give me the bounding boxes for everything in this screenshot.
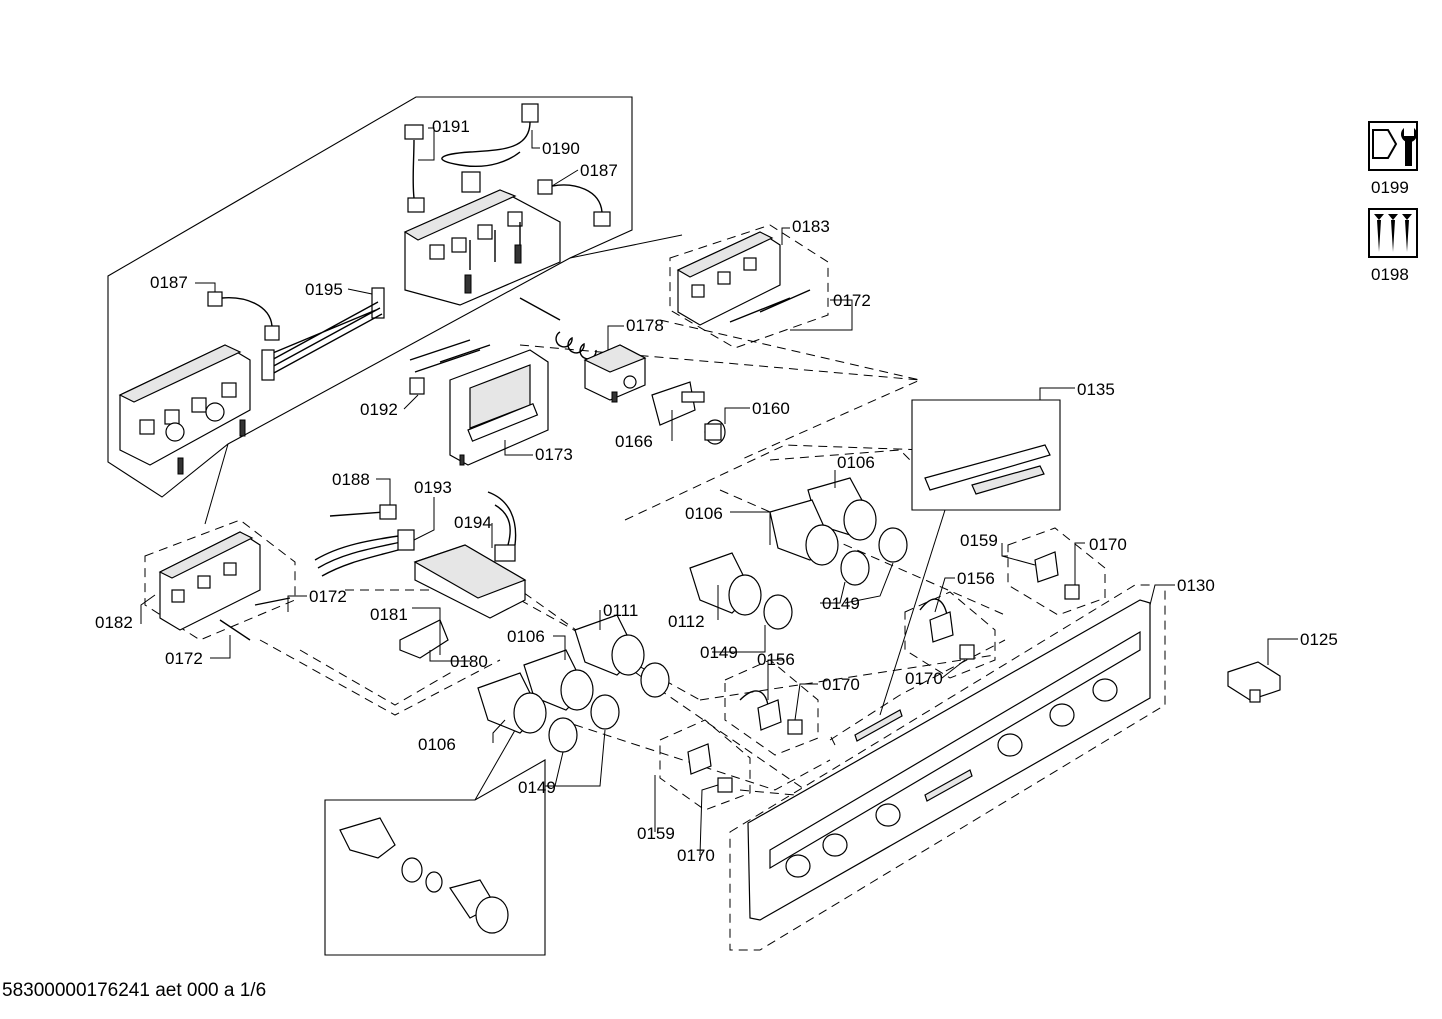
hinge-0125 bbox=[1227, 661, 1281, 703]
part-label: 0180 bbox=[450, 652, 488, 671]
knob-assembly-0106-mid bbox=[769, 499, 839, 566]
button-strip-0135 bbox=[924, 444, 1051, 495]
part-label: 0178 bbox=[626, 316, 664, 335]
part-label: 0172 bbox=[309, 587, 347, 606]
part-label: 0172 bbox=[833, 291, 871, 310]
knob-assembly-0106-bottom bbox=[477, 672, 547, 734]
part-label: 0195 bbox=[305, 280, 343, 299]
part-label: 0156 bbox=[757, 650, 795, 669]
part-label: 0112 bbox=[668, 612, 705, 631]
bracket-0180 bbox=[399, 619, 449, 659]
part-label: 0194 bbox=[454, 513, 492, 532]
part-label: 0173 bbox=[535, 445, 573, 464]
knob-assembly-0106-lower bbox=[523, 649, 594, 711]
part-label: 0190 bbox=[542, 139, 580, 158]
part-label: 0159 bbox=[637, 824, 675, 843]
part-label: 0149 bbox=[518, 778, 556, 797]
wire-0193 bbox=[314, 529, 415, 577]
part-label: 0172 bbox=[165, 649, 203, 668]
part-label: 0181 bbox=[370, 605, 408, 624]
ribbon-cable-0195 bbox=[261, 287, 385, 381]
part-labels: 0191 0190 0187 0187 0195 0183 0172 0178 … bbox=[95, 117, 1409, 865]
part-label: 0198 bbox=[1371, 265, 1409, 284]
wrench-tool-icon bbox=[1368, 121, 1418, 171]
part-label: 0183 bbox=[792, 217, 830, 236]
wire-harness-0187-upper bbox=[537, 179, 611, 227]
detail-frame-knob bbox=[324, 759, 546, 956]
part-label: 0130 bbox=[1177, 576, 1215, 595]
part-label: 0187 bbox=[580, 161, 618, 180]
connector-0192 bbox=[409, 339, 491, 395]
switch-block-lower bbox=[118, 344, 251, 475]
screws-icon bbox=[1368, 208, 1418, 258]
switch-module-0182 bbox=[158, 531, 291, 641]
boards-0159-0170-0156 bbox=[687, 551, 1080, 793]
connector-0194 bbox=[487, 491, 517, 562]
part-label: 0182 bbox=[95, 613, 133, 632]
part-label: 0106 bbox=[507, 627, 545, 646]
wire-harness-0191 bbox=[404, 124, 425, 213]
terminal-block-0181 bbox=[413, 544, 527, 619]
part-label: 0191 bbox=[432, 117, 470, 136]
switch-block-upper bbox=[403, 189, 561, 306]
lamp-0160 bbox=[704, 419, 726, 445]
rings-0149 bbox=[548, 527, 908, 753]
wire-harness-0190 bbox=[441, 103, 539, 193]
knob-assembly-0106-top bbox=[807, 477, 877, 541]
part-label: 0106 bbox=[418, 735, 456, 754]
part-label: 0159 bbox=[960, 531, 998, 550]
switch-module-0183 bbox=[676, 231, 811, 326]
part-label: 0170 bbox=[1089, 535, 1127, 554]
part-label: 0199 bbox=[1371, 178, 1409, 197]
part-label: 0188 bbox=[332, 470, 370, 489]
bracket-0166 bbox=[651, 381, 705, 426]
knob-exploded-detail bbox=[339, 817, 509, 934]
part-label: 0170 bbox=[905, 669, 943, 688]
part-label: 0149 bbox=[822, 594, 860, 613]
part-label: 0106 bbox=[837, 453, 875, 472]
part-label: 0106 bbox=[685, 504, 723, 523]
part-label: 0192 bbox=[360, 400, 398, 419]
control-module-0173 bbox=[449, 349, 549, 466]
part-label: 0166 bbox=[615, 432, 653, 451]
part-label: 0160 bbox=[752, 399, 790, 418]
part-label: 0111 bbox=[603, 601, 638, 620]
part-label: 0156 bbox=[957, 569, 995, 588]
leader-lines bbox=[140, 127, 1298, 856]
part-label: 0149 bbox=[700, 643, 738, 662]
part-label: 0193 bbox=[414, 478, 452, 497]
front-panel-0130 bbox=[747, 599, 1151, 921]
part-label: 0170 bbox=[822, 675, 860, 694]
part-label: 0135 bbox=[1077, 380, 1115, 399]
knob-assembly-0111 bbox=[574, 614, 645, 676]
knob-assembly-0112 bbox=[689, 552, 762, 616]
part-label: 0170 bbox=[677, 846, 715, 865]
document-id: 58300000176241 aet 000 a 1/6 bbox=[2, 980, 267, 1001]
part-label: 0125 bbox=[1300, 630, 1338, 649]
wire-0188 bbox=[329, 504, 397, 520]
part-label: 0187 bbox=[150, 273, 188, 292]
